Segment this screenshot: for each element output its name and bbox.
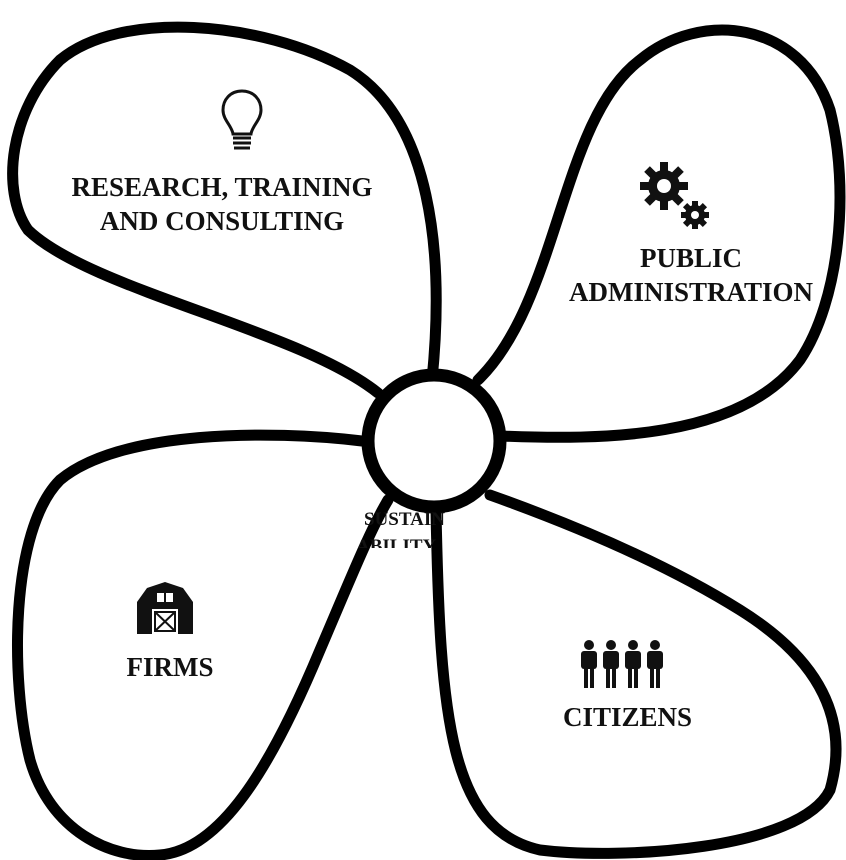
center-label-line2: ABILITY bbox=[356, 536, 437, 548]
label-public-line2: ADMINISTRATION bbox=[568, 277, 814, 307]
people-icon bbox=[581, 640, 663, 688]
label-public-administration: PUBLIC ADMINISTRATION bbox=[555, 241, 827, 309]
label-citizens: CITIZENS bbox=[562, 702, 693, 732]
label-public-line1: PUBLIC bbox=[639, 243, 742, 273]
label-research: RESEARCH, TRAINING AND CONSULTING bbox=[52, 170, 392, 238]
gears-icon bbox=[640, 162, 709, 229]
label-firms: FIRMS bbox=[126, 652, 214, 682]
label-research-line2: AND CONSULTING bbox=[99, 206, 345, 236]
petal-research bbox=[7, 21, 442, 399]
barn-icon bbox=[137, 582, 193, 634]
lightbulb-icon bbox=[221, 89, 263, 150]
center-hub bbox=[361, 368, 507, 514]
petal-citizens bbox=[430, 489, 842, 859]
center-label-line1: SUSTAIN bbox=[364, 509, 445, 530]
petal-firms bbox=[12, 429, 394, 860]
petal-public-administration bbox=[472, 24, 846, 443]
label-research-line1: RESEARCH, TRAINING bbox=[71, 172, 373, 202]
